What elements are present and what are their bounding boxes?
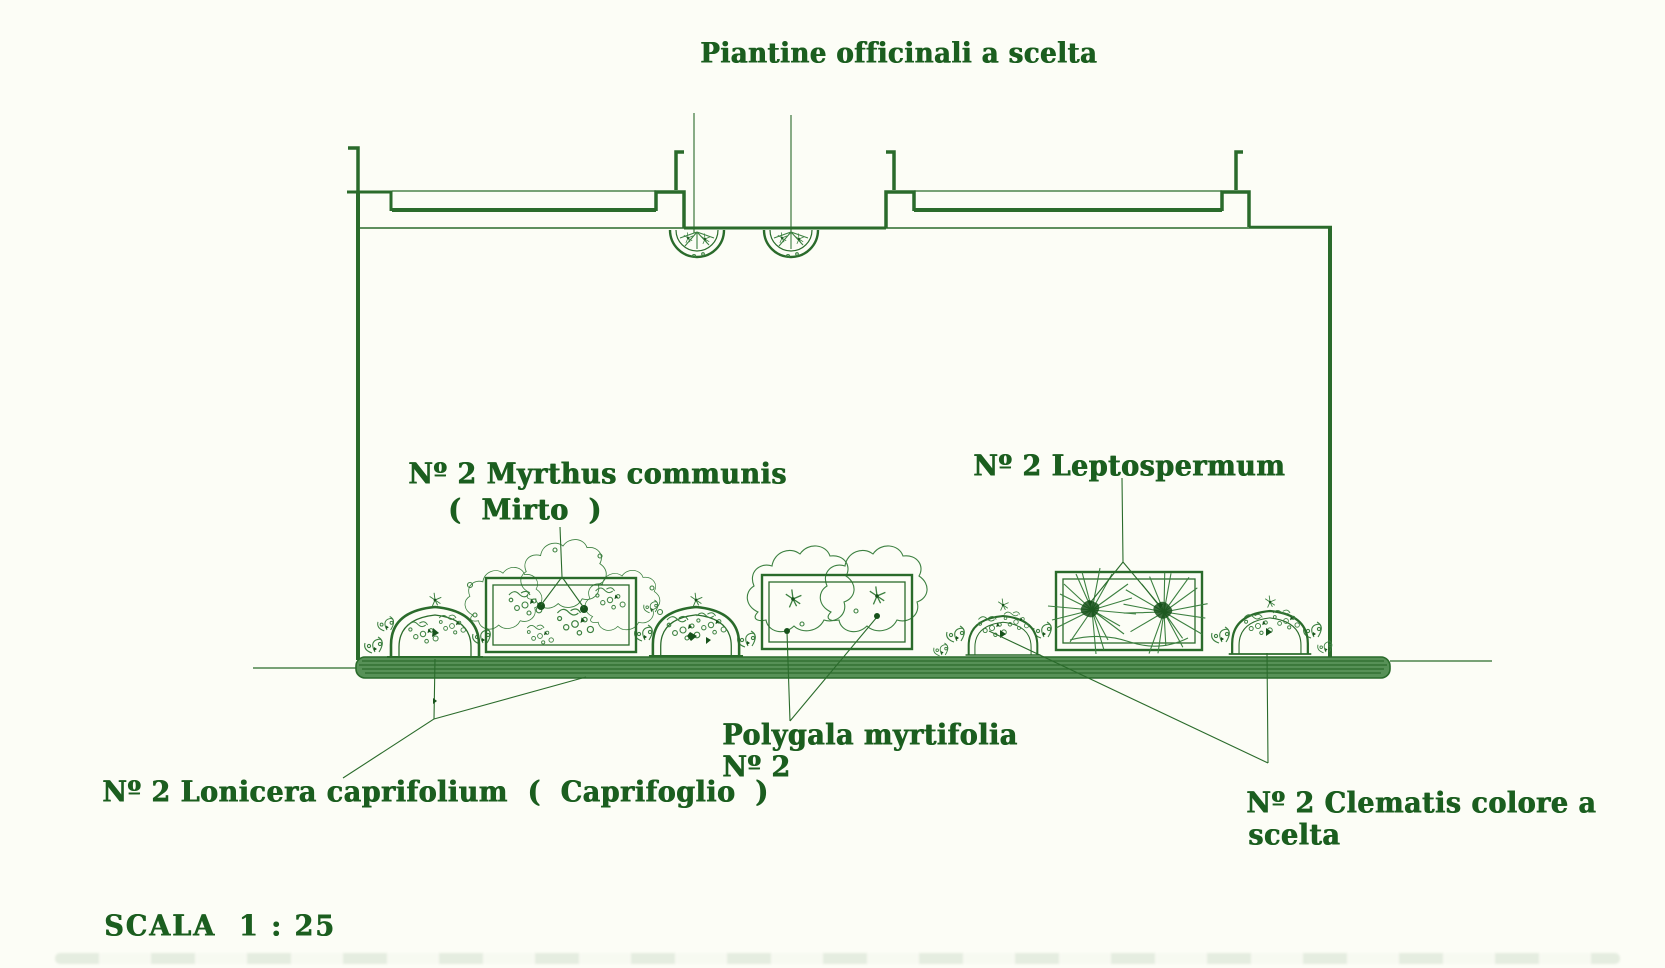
ground-tufts xyxy=(364,599,1333,657)
door-planter-left xyxy=(670,230,724,258)
leader-myrthus xyxy=(540,526,585,609)
planter-arch-3 xyxy=(964,598,1042,657)
scan-artifact-band xyxy=(55,953,1620,964)
planter-arch-1 xyxy=(385,592,485,659)
label-polygala-line1: Polygala myrtifolia xyxy=(722,718,1018,753)
drawing-title: Piantine officinali a scelta xyxy=(700,37,1098,70)
label-myrthus-line2: ( Mirto ) xyxy=(448,493,602,528)
parapet-band xyxy=(253,656,1492,679)
label-clematis-line1: Nº 2 Clematis colore a xyxy=(1246,786,1597,821)
planter-arch-2 xyxy=(647,592,745,658)
planter-arch-4 xyxy=(1227,595,1313,656)
label-polygala-line2: Nº 2 xyxy=(722,750,791,785)
label-myrthus-line1: Nº 2 Myrthus communis xyxy=(408,457,787,492)
label-clematis-line2: scelta xyxy=(1248,818,1341,853)
leader-clematis xyxy=(988,630,1269,764)
leader-lonicera xyxy=(342,658,587,779)
planter-rect-polygala xyxy=(746,545,928,651)
top-wall xyxy=(347,146,1332,230)
door-planter-right xyxy=(764,230,818,258)
scale-label: SCALA 1 : 25 xyxy=(104,909,336,944)
label-lonicera: Nº 2 Lonicera caprifolium ( Caprifoglio … xyxy=(102,775,769,810)
leader-title-planters xyxy=(693,113,792,235)
planter-rect-myrthus xyxy=(464,539,664,654)
leader-leptospermum xyxy=(1088,477,1163,609)
planter-rect-leptospermum xyxy=(1047,554,1223,672)
leader-polygala xyxy=(784,613,880,722)
label-leptospermum: Nº 2 Leptospermum xyxy=(973,449,1286,484)
